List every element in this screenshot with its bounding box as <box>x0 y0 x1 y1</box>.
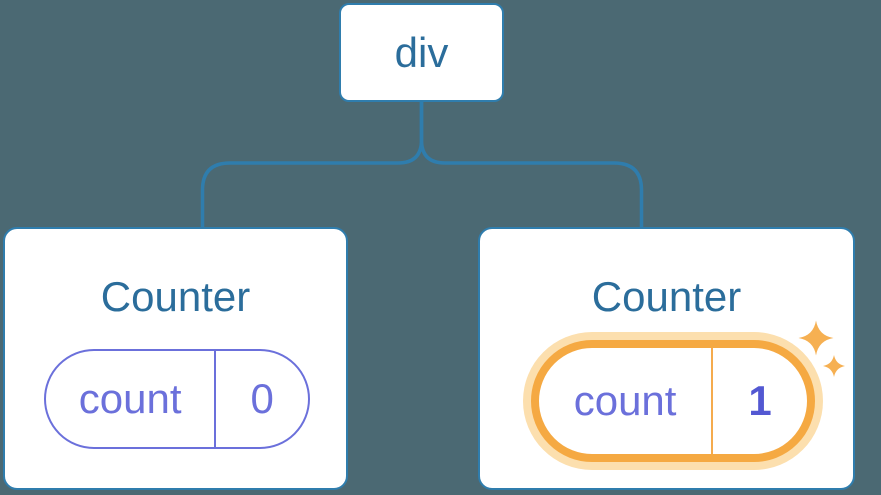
component-card-counter-right: Counter count 1 <box>478 227 855 490</box>
state-key-label: count <box>539 348 714 454</box>
component-title: Counter <box>591 273 742 320</box>
root-node-label: div <box>394 28 449 76</box>
component-title: Counter <box>100 273 251 320</box>
root-node-div: div <box>339 3 504 102</box>
component-card-counter-left: Counter count 0 <box>3 227 348 490</box>
state-pill-highlighted: count 1 <box>531 340 815 462</box>
state-pill: count 0 <box>44 349 310 449</box>
state-key-label: count <box>46 351 217 447</box>
state-value: 1 <box>748 377 772 424</box>
state-value: 0 <box>250 375 274 422</box>
